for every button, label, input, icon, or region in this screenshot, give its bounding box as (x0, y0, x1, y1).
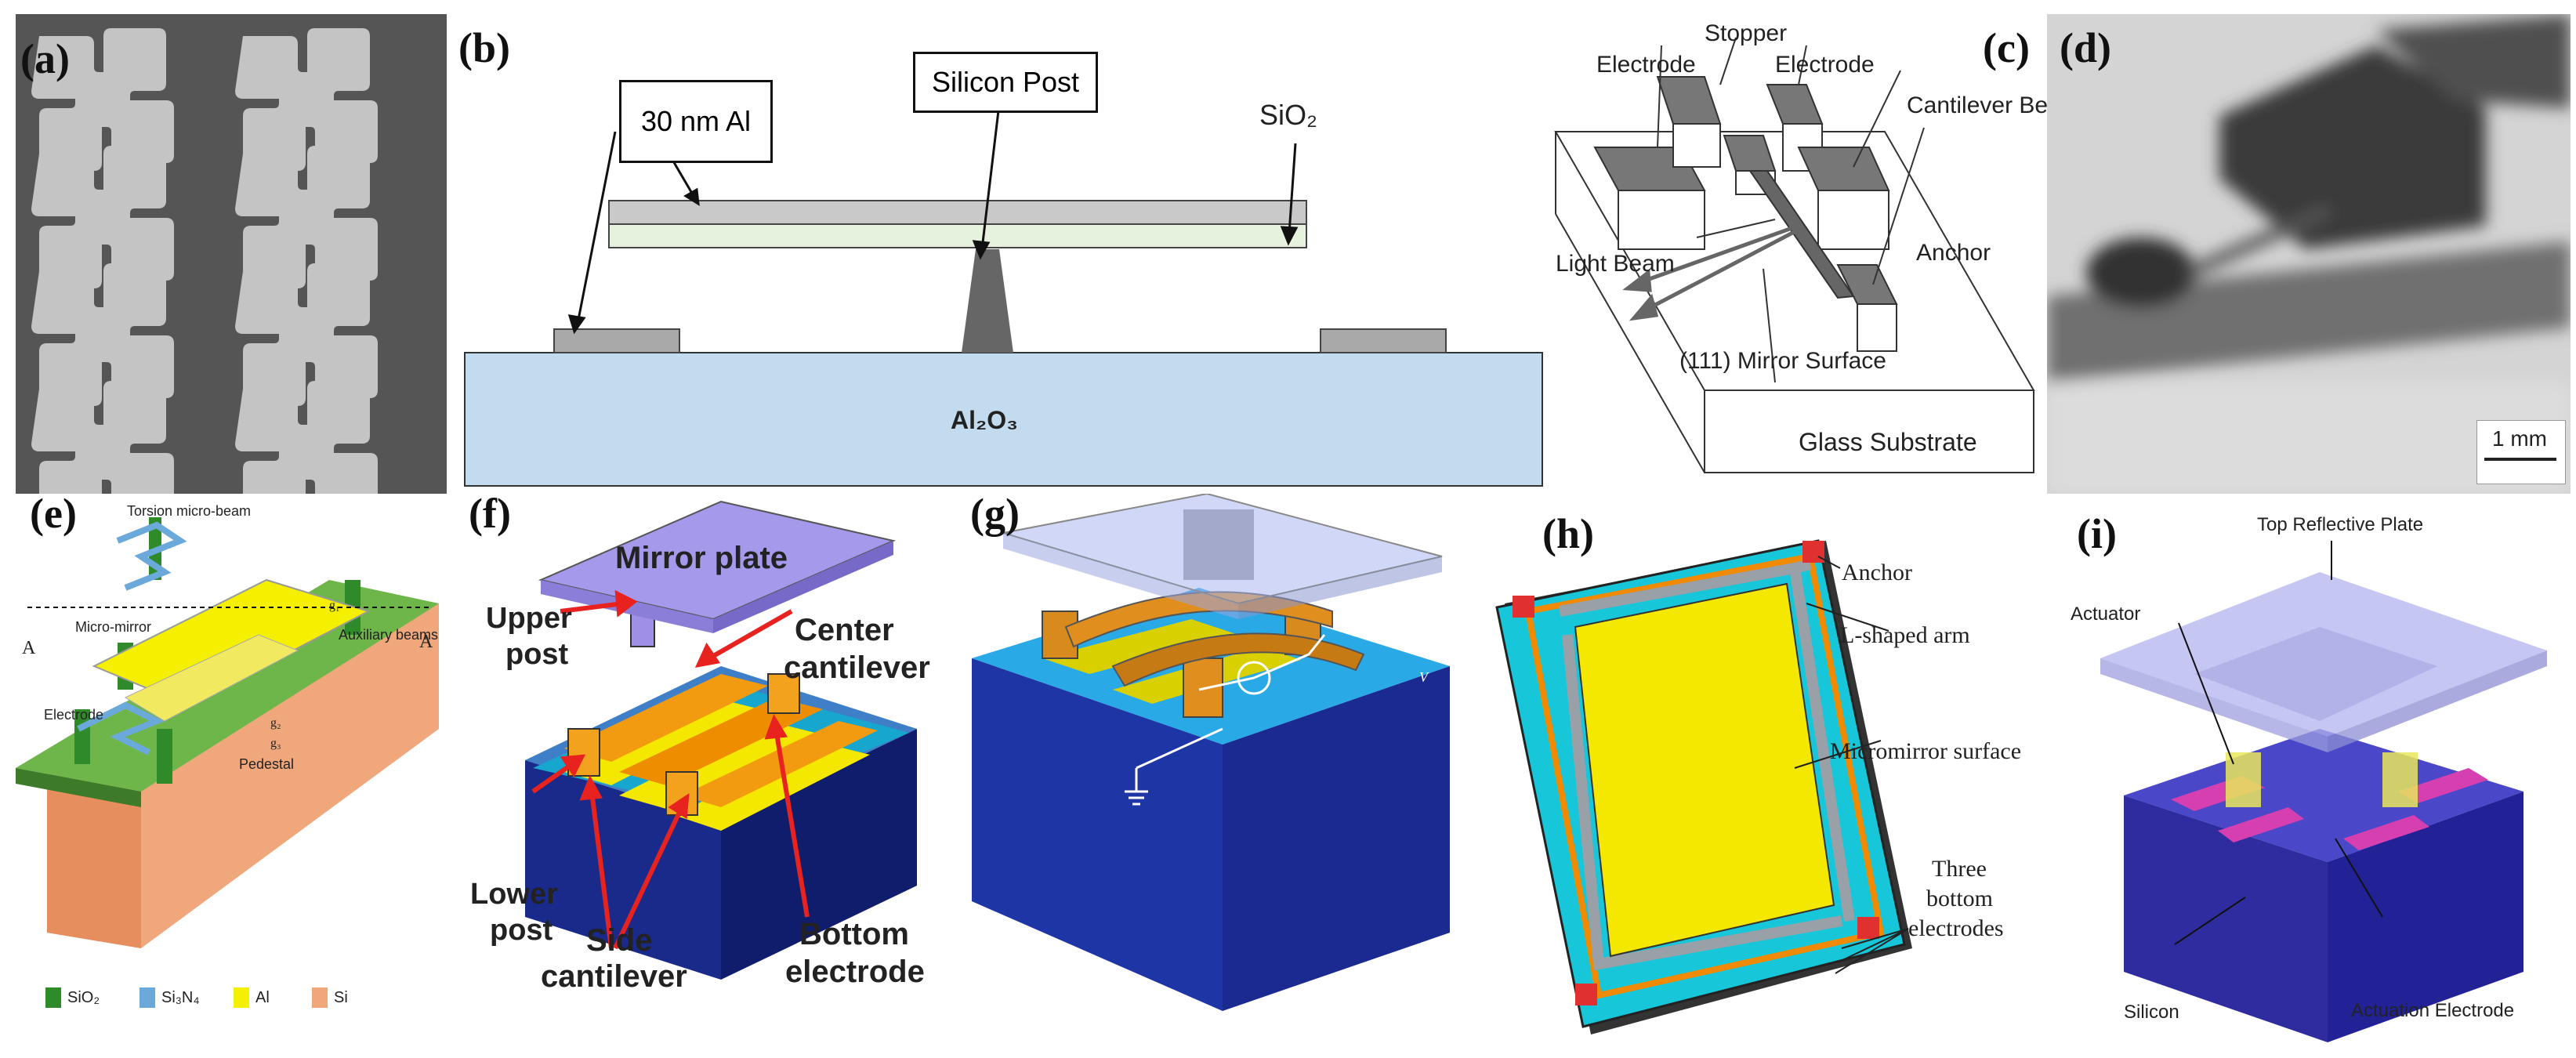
legend-swatch-si (312, 987, 328, 1008)
panel-label-f: (f) (469, 494, 511, 537)
panel-label-b: (b) (458, 24, 510, 71)
panel-label-h: (h) (1542, 510, 1594, 557)
panel-label-d: (d) (2060, 24, 2111, 71)
panel-label-c: (c) (1983, 24, 2030, 71)
label-bottom-1-h: Three (1932, 856, 1987, 882)
label-upper-post-2: post (505, 638, 569, 671)
label-cantilever: Cantilever Beam (1907, 92, 2049, 118)
right-electrode (1320, 328, 1447, 353)
scale-bar (2484, 458, 2556, 461)
substrate-block (464, 352, 1543, 487)
panel-h: (h) Anchor L-shaped arm Micromirror surf… (1473, 494, 2069, 1058)
mems-schematic-graphic (1554, 37, 2035, 473)
legend-label-sio2: SiO₂ (67, 989, 100, 1006)
l-arm-micromirror-graphic (1495, 539, 1912, 1034)
label-bottom-1: Bottom (799, 917, 909, 951)
label-mirror-surface: (111) Mirror Surface (1679, 348, 1886, 374)
label-torsion: Torsion micro-beam (127, 503, 252, 519)
label-bottom-2: electrode (785, 955, 925, 989)
label-electrode-e: Electrode (44, 707, 104, 723)
panel-i: (i) Top Reflective Plate Actuator Silico… (2061, 494, 2576, 1058)
panel-label-g: (g) (970, 494, 1020, 537)
left-electrode (553, 328, 680, 353)
legend-label-al: Al (255, 989, 270, 1006)
cantilever-stack-graphic (525, 500, 917, 980)
al-layer (608, 200, 1307, 225)
panel-d: (d) 1 mm (2047, 14, 2571, 494)
panel-label-e: (e) (30, 494, 77, 537)
sio2-layer (608, 223, 1307, 248)
label-al-box: 30 nm Al (619, 80, 773, 163)
panel-f: (f) Mirror plate Upper post Center canti… (455, 494, 956, 1058)
legend: SiO₂ Si₃N₄ Al Si (45, 981, 437, 1013)
label-lower-post-2: post (490, 914, 553, 947)
label-auxiliary: Auxiliary beams (339, 627, 439, 643)
torsion-mirror-graphic (16, 517, 439, 948)
label-section-left: A (22, 638, 36, 658)
label-electrode-left: Electrode (1596, 52, 1696, 78)
label-upper-post-1: Upper (486, 602, 572, 635)
label-center-1: Center (795, 613, 894, 647)
cross-section-graphic (464, 103, 1543, 487)
label-section-right: A (419, 632, 433, 652)
label-side-1: Side (586, 923, 653, 958)
label-pedestal: Pedestal (239, 756, 295, 772)
label-micromirror: Micro-mirror (75, 619, 151, 635)
label-center-2: cantilever (784, 650, 930, 685)
panel-label-a: (a) (20, 35, 70, 82)
label-post-box: Silicon Post (913, 52, 1098, 113)
label-lower-post-1: Lower (470, 878, 558, 911)
panel-b: (b) 30 nm Al Silicon Post SiO₂ Al₂O₃ (458, 14, 1548, 494)
label-sio2: SiO₂ (1259, 99, 1317, 131)
label-bottom-2-h: bottom (1926, 886, 1994, 911)
label-actuation-electrode: Actuation Electrode (2351, 1000, 2515, 1021)
panel-e: (e) Torsion micro-beam Micro-mirror Auxi… (0, 494, 447, 1058)
legend-label-si: Si (334, 989, 348, 1006)
label-gap-1: g₁ (329, 599, 340, 612)
label-light-beam: Light Beam (1556, 251, 1675, 277)
label-glass-substrate: Glass Substrate (1799, 428, 1977, 456)
label-l-arm: L-shaped arm (1840, 622, 1970, 648)
label-electrode-right: Electrode (1775, 52, 1875, 78)
label-mirror-plate: Mirror plate (615, 541, 788, 575)
label-gap-3: g₃ (270, 737, 281, 750)
label-anchor-h: Anchor (1842, 560, 1912, 585)
panel-c: (c) Electrode Stopper Electrode Cantilev… (1540, 14, 2049, 494)
label-bottom-3-h: electrodes (1908, 915, 2004, 941)
silicon-post (962, 249, 1013, 353)
legend-label-si3n4: Si₃N₄ (161, 989, 200, 1006)
label-silicon: Silicon (2124, 1002, 2179, 1023)
scale-label: 1 mm (2492, 426, 2547, 451)
scale-box (2476, 420, 2566, 484)
label-gap-2: g₂ (270, 716, 281, 730)
legend-swatch-si3n4 (139, 987, 155, 1008)
reflective-plate-graphic (2100, 541, 2547, 1042)
legend-swatch-al (234, 987, 249, 1008)
label-micromirror-surface: Micromirror surface (1830, 738, 2022, 764)
panel-label-i: (i) (2077, 510, 2117, 557)
label-side-2: cantilever (541, 959, 687, 994)
panel-a: (a) (16, 14, 447, 494)
label-voltage-source: V (1419, 669, 1428, 685)
label-substrate: Al₂O₃ (951, 406, 1018, 434)
label-actuator: Actuator (2071, 603, 2141, 625)
mirror-array-graphic (31, 28, 378, 494)
label-anchor: Anchor (1916, 240, 1991, 266)
label-stopper: Stopper (1705, 20, 1788, 46)
panel-g: (g) V (956, 494, 1473, 1058)
label-plate: Top Reflective Plate (2257, 514, 2424, 535)
bent-cantilever-graphic (972, 494, 1450, 1011)
legend-swatch-sio2 (45, 987, 61, 1008)
